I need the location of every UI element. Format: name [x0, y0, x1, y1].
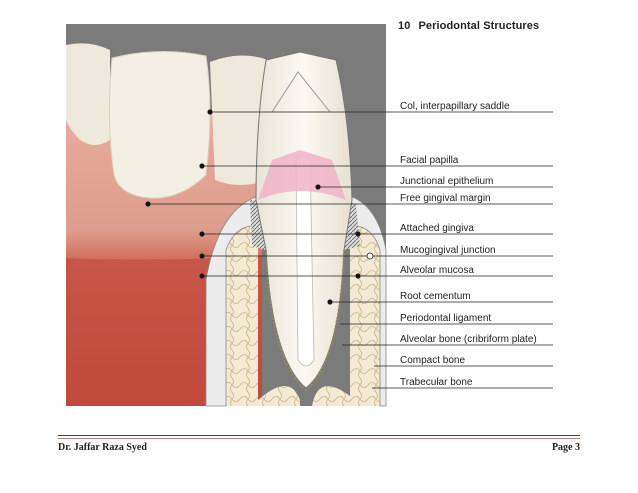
label-periodontal-ligament: Periodontal ligament — [400, 313, 492, 324]
alveolar-bone-right — [312, 225, 380, 406]
label-root-cementum: Root cementum — [400, 291, 471, 302]
ligament — [265, 249, 345, 392]
figure-heading: 10 Periodontal Structures — [398, 20, 539, 32]
tooth-photo-left — [66, 43, 110, 146]
label-compact-bone: Compact bone — [400, 355, 466, 366]
label-alveolar-mucosa: Alveolar mucosa — [400, 265, 474, 276]
figure-title: Periodontal Structures — [418, 20, 540, 32]
label-junctional-epithelium: Junctional epithelium — [400, 176, 494, 187]
label-alveolar-bone: Alveolar bone (cribriform plate) — [400, 334, 537, 345]
footer-rule — [58, 435, 580, 436]
label-attached-gingiva: Attached gingiva — [400, 223, 474, 234]
tooth-photo-right — [210, 55, 268, 185]
alveolar-bone — [226, 225, 300, 406]
footer-page-number: Page 3 — [551, 442, 580, 453]
label-free-gingival-margin: Free gingival margin — [400, 193, 491, 204]
figure-number: 10 — [398, 20, 411, 32]
leader-lines — [145, 109, 553, 389]
tooth-photo-center — [108, 51, 211, 199]
label-mucogingival-junction: Mucogingival junction — [400, 245, 496, 256]
enamel-cusp — [271, 71, 331, 113]
junctional-pink — [258, 150, 346, 200]
footer-rule-secondary — [58, 438, 580, 439]
label-trabecular-bone: Trabecular bone — [400, 377, 473, 388]
footer-author: Dr. Jaffar Raza Syed — [58, 442, 147, 453]
label-col: Col, interpapillary saddle — [400, 101, 510, 112]
label-facial-papilla: Facial papilla — [400, 155, 459, 166]
